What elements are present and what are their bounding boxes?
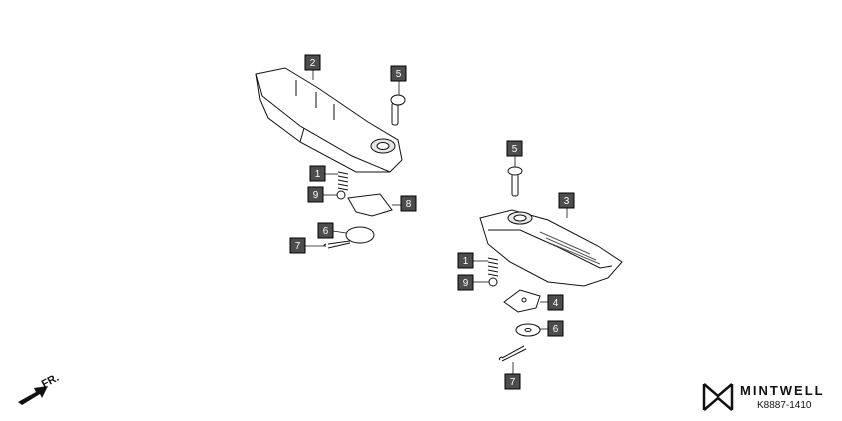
callout-8-left[interactable]: 8 <box>400 195 417 212</box>
brand-name: MINTWELL <box>740 383 825 398</box>
right-spring <box>487 257 499 277</box>
svg-text:FR.: FR. <box>40 372 61 391</box>
callout-5-left[interactable]: 5 <box>390 65 407 82</box>
diagram-code: K8887-1410 <box>757 400 812 411</box>
right-ball <box>488 277 498 287</box>
left-plate <box>347 193 393 217</box>
svg-text:3: 3 <box>564 196 570 207</box>
svg-text:2: 2 <box>310 58 316 69</box>
callout-9-left[interactable]: 9 <box>307 186 324 203</box>
svg-text:7: 7 <box>510 377 516 388</box>
right-pin <box>507 166 523 197</box>
svg-text:1: 1 <box>463 256 469 267</box>
callout-9-right[interactable]: 9 <box>457 274 474 291</box>
callout-6-right[interactable]: 6 <box>547 320 564 337</box>
callout-5-right[interactable]: 5 <box>506 140 523 157</box>
svg-text:9: 9 <box>463 278 469 289</box>
callout-7-right[interactable]: 7 <box>504 373 521 390</box>
svg-text:4: 4 <box>553 298 559 309</box>
svg-text:5: 5 <box>396 69 402 80</box>
right-footpeg-body <box>479 209 623 287</box>
right-cotter-pin <box>498 345 527 362</box>
callout-1-right[interactable]: 1 <box>457 252 474 269</box>
callout-2-left[interactable]: 2 <box>304 54 321 71</box>
callout-1-left[interactable]: 1 <box>309 165 326 182</box>
svg-text:6: 6 <box>553 324 559 335</box>
svg-text:5: 5 <box>512 144 518 155</box>
svg-text:8: 8 <box>406 199 412 210</box>
svg-text:7: 7 <box>295 241 301 252</box>
left-spring <box>337 171 349 191</box>
callout-3-right[interactable]: 3 <box>558 192 575 209</box>
left-cotter-pin <box>323 240 351 249</box>
callout-6-left[interactable]: 6 <box>317 222 334 239</box>
svg-text:9: 9 <box>313 190 319 201</box>
left-footpeg-body <box>255 67 403 173</box>
left-ball <box>336 190 346 200</box>
callout-4-right[interactable]: 4 <box>547 294 564 311</box>
mintwell-logo-icon <box>702 383 734 411</box>
callout-7-left[interactable]: 7 <box>289 237 306 254</box>
left-washer <box>345 226 375 244</box>
front-direction-arrow-icon: FR. <box>18 372 61 405</box>
svg-text:1: 1 <box>315 169 321 180</box>
left-pin <box>390 94 406 126</box>
svg-text:6: 6 <box>323 226 329 237</box>
